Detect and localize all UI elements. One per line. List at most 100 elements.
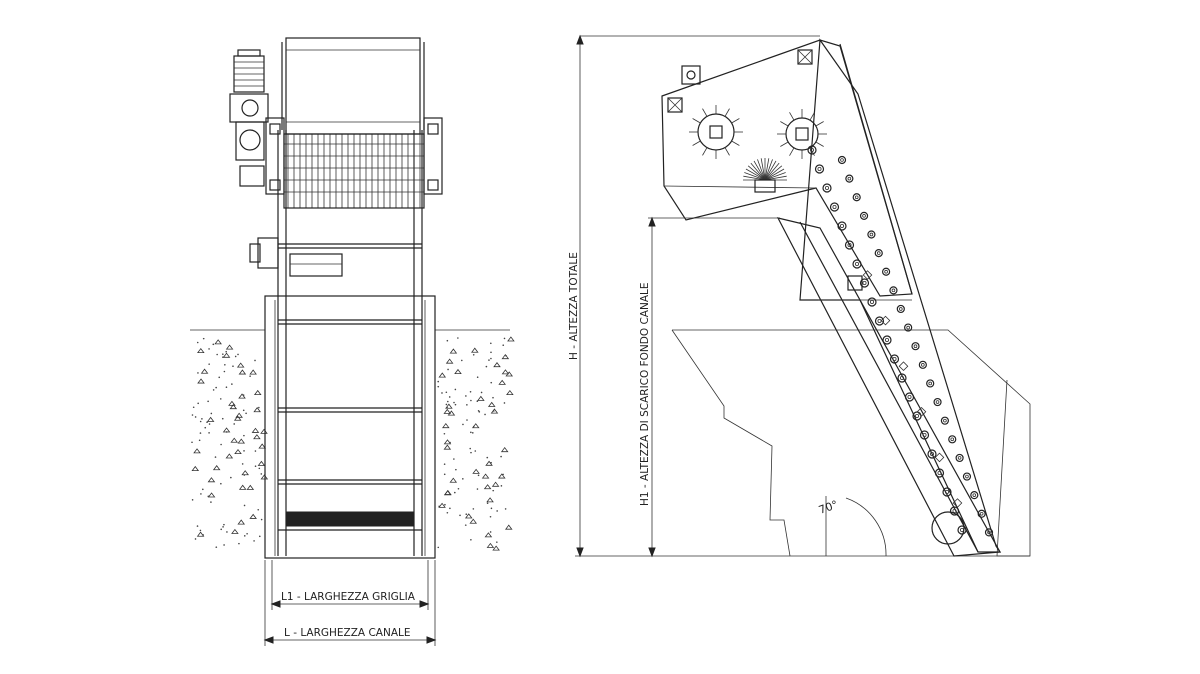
channel-profile [672,329,1031,557]
aggregate-dot [258,467,261,470]
chain-link [898,361,909,372]
sprocket-hub [906,325,910,330]
sprocket-hub [840,223,845,228]
chain-sprocket [926,379,935,388]
rake-tooth [815,121,824,127]
aggregate-dot [194,416,197,418]
sprocket-hub [847,242,852,247]
aggregate-dot [465,513,468,516]
aggregate-dot [457,337,459,339]
aggregate-dot [254,450,257,452]
aggregate-dot [216,353,218,356]
aggregate-mark [253,434,261,440]
chain-sprocket [927,449,937,459]
aggregate-mark [483,484,492,490]
aggregate-mark [257,460,266,466]
rake-chain [689,105,994,545]
chain-link [880,315,891,326]
chain-sprocket [955,453,964,463]
aggregate-dot [226,531,228,533]
brush-bristle [747,165,766,181]
sprocket-hub [884,269,888,274]
aggregate-dot [490,357,492,360]
aggregate-dot [243,434,245,437]
brush-bristle [764,165,783,181]
aggregate-dot [477,474,480,477]
aggregate-mark [477,395,485,401]
chain-sprocket [859,278,870,288]
aggregate-dot [446,511,449,514]
aggregate-mark [505,371,514,377]
brush-bristle [764,159,773,181]
aggregate-dot [505,354,507,357]
chain-sprocket [962,472,972,481]
sprocket-hub [950,437,955,442]
aggregate-dot [245,412,247,415]
aggregate-dot [204,426,207,429]
aggregate-mark [481,473,490,479]
aggregate-mark [251,427,260,433]
sprocket-hub [854,195,859,200]
aggregate-mark [491,481,500,487]
brush-bristle [764,158,770,181]
aggregate-dot [472,353,475,356]
aggregate-mark [238,484,247,490]
sprocket-hub [847,176,852,181]
aggregate-mark [233,415,242,421]
aggregate-mark [222,352,231,358]
aggregate-dot [490,351,492,354]
aggregate-dot [191,441,193,444]
aggregate-mark [443,439,452,445]
chain-sprocket [911,342,920,351]
aggregate-dot [249,375,251,377]
chain-sprocket [822,183,832,193]
chain-sprocket [867,297,877,307]
chain-sprocket [874,316,885,326]
aggregate-mark [258,443,266,449]
aggregate-mark [504,524,513,530]
aggregate-dot [490,342,492,345]
aggregate-mark [447,410,456,416]
chain-sprocket [949,506,960,516]
rake-tooth [702,108,708,117]
aggregate-dot [196,525,199,527]
chain-link [916,406,927,417]
aggregate-mark [238,393,246,399]
aggregate-mark [442,423,450,429]
aggregate-mark [235,412,243,418]
frame-rungs [278,243,422,485]
aggregate-dot [437,385,440,388]
cleaning-brush [743,158,787,193]
aggregate-dot [222,353,224,355]
aggregate-mark [191,465,200,471]
brush-bristle [744,172,766,181]
aggregate-dot [462,423,464,426]
aggregate-dot [221,417,224,420]
aggregate-dot [202,534,204,536]
angle-label: 70° [817,498,840,517]
rake-tooth [815,141,824,147]
sprocket-hub [855,261,860,266]
aggregate-mark [498,379,506,385]
sprocket-hub [930,451,935,456]
dim-channel-width: L - LARGHEZZA CANALE [263,560,437,646]
chain-link [934,452,945,463]
aggregate-dot [253,540,255,542]
aggregate-mark [238,369,247,375]
sprocket-hub [972,493,977,497]
aggregate-dot [230,476,232,479]
aggregate-mark [249,513,257,519]
sprocket-hub [965,474,969,479]
aggregate-dot [470,451,472,454]
aggregate-dot [202,488,204,491]
aggregate-mark [486,542,495,548]
aggregate-mark [260,474,269,480]
aggregate-mark [225,453,234,459]
aggregate-mark [214,339,222,345]
aggregate-dot [490,381,493,384]
aggregate-dot [465,395,467,397]
aggregate-dot [242,394,245,396]
aggregate-mark [230,437,239,443]
aggregate-mark [253,407,261,413]
aggregate-dot [220,482,222,485]
